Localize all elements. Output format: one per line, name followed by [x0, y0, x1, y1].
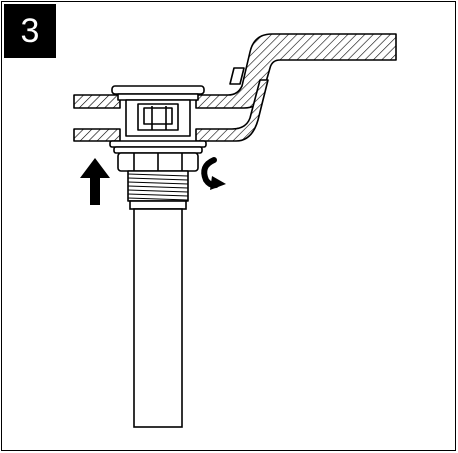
washer-upper: [109, 140, 207, 148]
washer-lower: [113, 146, 203, 154]
rotate-clockwise-icon: [201, 157, 226, 190]
tail-pipe: [129, 200, 187, 428]
drain-flange: [117, 93, 199, 101]
step-number-badge: 3: [4, 4, 56, 58]
drain-assembly: [109, 85, 207, 202]
drain-cap: [111, 85, 205, 95]
thread-lines: [127, 173, 189, 201]
basin-slab-section: [73, 33, 397, 142]
up-arrow-icon: [80, 158, 110, 205]
